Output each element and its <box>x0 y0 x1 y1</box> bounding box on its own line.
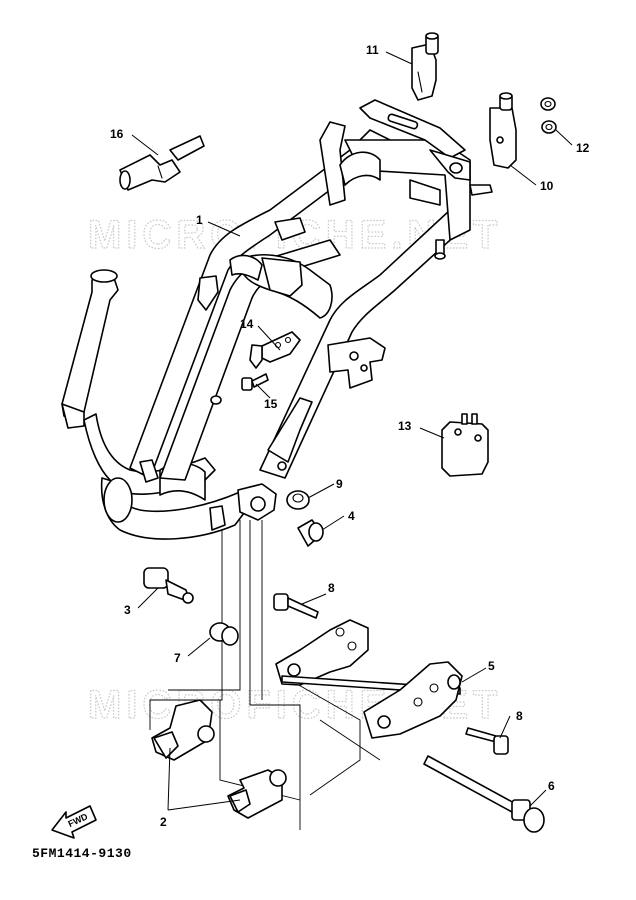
bolt-part-6[interactable] <box>423 755 545 833</box>
callout-5: 5 <box>488 659 495 673</box>
leader-lines <box>131 51 573 811</box>
callout-labels: 1 2 3 4 5 6 7 8 8 9 10 11 12 13 14 15 16 <box>110 43 590 829</box>
assembly-guides <box>149 520 381 830</box>
callout-8-lower: 8 <box>516 709 523 723</box>
callout-9: 9 <box>336 477 343 491</box>
damper-part-2[interactable] <box>151 699 287 819</box>
engine-mount-assembly[interactable] <box>275 619 463 739</box>
plate-part-13[interactable] <box>441 413 489 477</box>
nut-part-12[interactable] <box>540 97 557 134</box>
callout-14: 14 <box>240 317 254 331</box>
callout-6: 6 <box>548 779 555 793</box>
collar-part-3[interactable] <box>143 567 194 604</box>
bolt-part-15[interactable] <box>241 373 269 391</box>
connector-part-16[interactable] <box>119 135 205 191</box>
rubber-part-9[interactable] <box>286 490 310 510</box>
bracket-part-10[interactable] <box>489 92 517 169</box>
bolt-part-8-upper[interactable] <box>273 593 319 619</box>
callout-10: 10 <box>540 179 554 193</box>
callout-15: 15 <box>264 397 278 411</box>
bush-part-7[interactable] <box>209 622 239 646</box>
callout-12: 12 <box>576 141 590 155</box>
bush-part-4[interactable] <box>297 519 324 547</box>
callout-2: 2 <box>160 815 167 829</box>
callout-4: 4 <box>348 509 355 523</box>
forward-direction-arrow: FWD <box>51 805 97 839</box>
callout-8-upper: 8 <box>328 581 335 595</box>
callout-13: 13 <box>398 419 412 433</box>
callout-7: 7 <box>174 651 181 665</box>
part-code: 5FM1414-9130 <box>32 846 132 861</box>
frame-assembly[interactable] <box>61 99 493 540</box>
callout-1: 1 <box>196 213 203 227</box>
bolt-part-8-lower[interactable] <box>465 727 509 755</box>
bracket-part-11[interactable] <box>411 32 439 101</box>
callout-16: 16 <box>110 127 124 141</box>
callout-3: 3 <box>124 603 131 617</box>
callout-11: 11 <box>366 43 379 57</box>
bracket-part-14[interactable] <box>249 331 301 369</box>
